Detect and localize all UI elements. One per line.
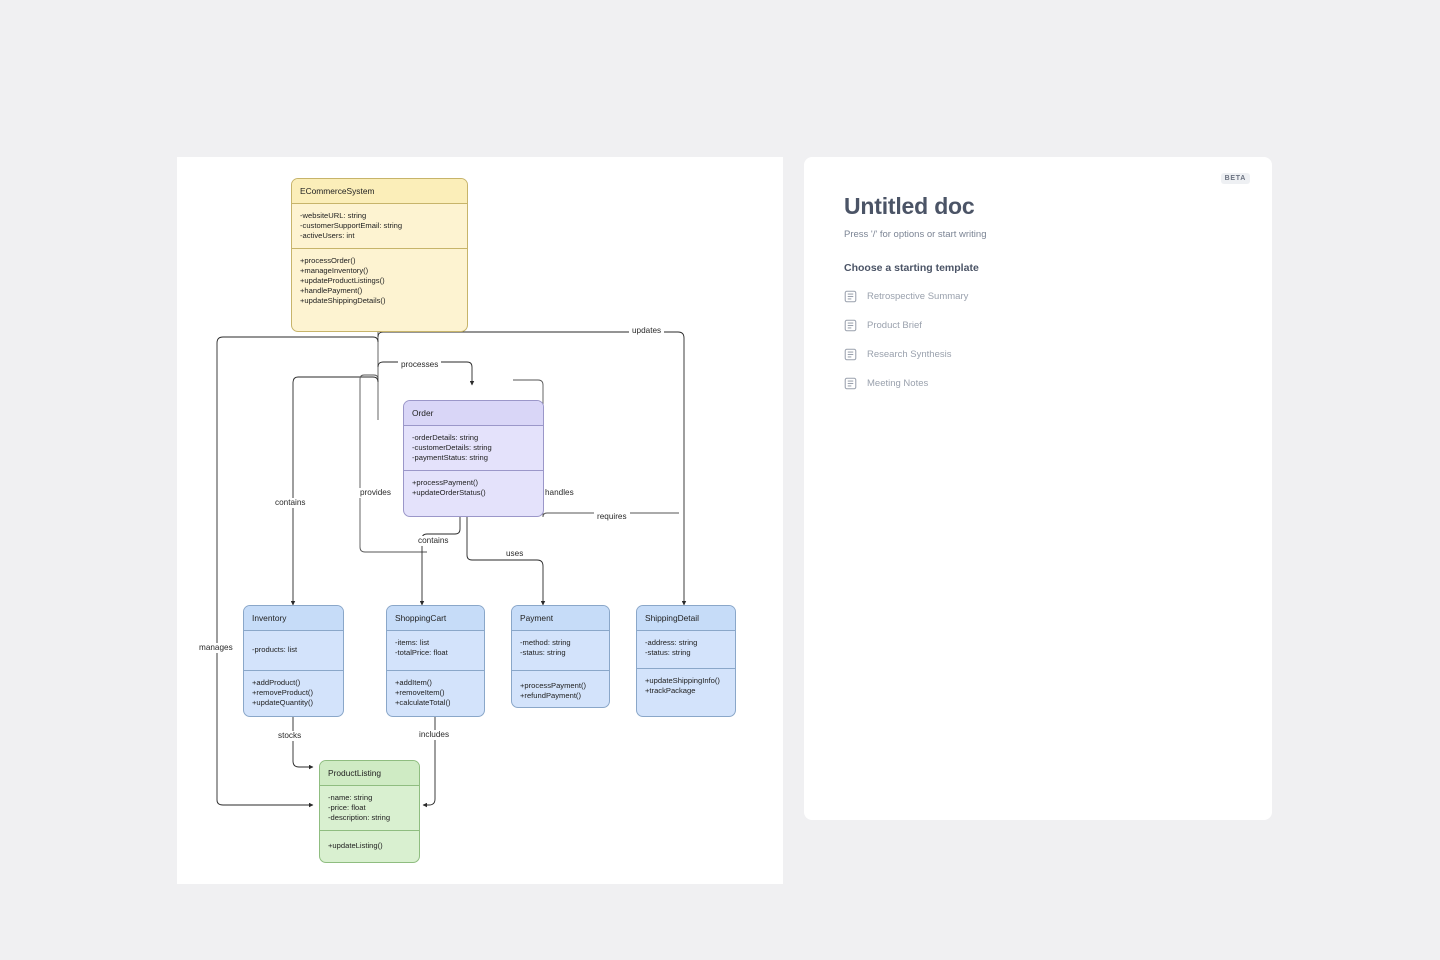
template-label: Meeting Notes <box>867 377 929 389</box>
edge-label-provides: provides <box>357 488 394 498</box>
document-body: Untitled doc Press '/' for options or st… <box>844 193 1232 402</box>
uml-operation: +handlePayment() <box>300 286 363 295</box>
template-label: Research Synthesis <box>867 348 952 360</box>
document-title[interactable]: Untitled doc <box>844 193 975 219</box>
uml-attributes: -orderDetails: string -customerDetails: … <box>404 426 543 471</box>
uml-attributes: -websiteURL: string -customerSupportEmai… <box>292 204 467 249</box>
uml-attribute: -price: float <box>328 803 366 812</box>
edge-label-uses: uses <box>503 549 527 559</box>
edge-label-requires: requires <box>594 512 630 522</box>
uml-attributes: -name: string -price: float -description… <box>320 786 419 831</box>
uml-class-name: ECommerceSystem <box>292 179 467 204</box>
uml-attribute: -activeUsers: int <box>300 231 355 240</box>
uml-operations: +updateListing() <box>320 831 419 858</box>
uml-operation: +updateListing() <box>328 841 383 850</box>
document-icon <box>844 377 857 389</box>
uml-attributes: -address: string -status: string <box>637 631 735 669</box>
diagram-edges <box>216 331 687 808</box>
uml-attribute: -address: string <box>645 638 698 647</box>
uml-class-name: ShoppingCart <box>387 606 484 631</box>
document-icon <box>844 319 857 331</box>
edge-label-updates: updates <box>629 326 665 336</box>
uml-attribute: -products: list <box>252 645 298 654</box>
template-item-meeting-notes[interactable]: Meeting Notes <box>844 373 1232 393</box>
uml-class-name: Inventory <box>244 606 343 631</box>
template-item-research-synthesis[interactable]: Research Synthesis <box>844 344 1232 364</box>
uml-attribute: -paymentStatus: string <box>412 453 488 462</box>
uml-class-inventory[interactable]: Inventory -products: list +addProduct() … <box>243 605 344 717</box>
uml-class-productlisting[interactable]: ProductListing -name: string -price: flo… <box>319 760 420 863</box>
uml-class-payment[interactable]: Payment -method: string -status: string … <box>511 605 610 708</box>
edge-label-processes: processes <box>398 360 442 370</box>
uml-operations: +processOrder() +manageInventory() +upda… <box>292 249 467 313</box>
uml-attribute: -status: string <box>520 648 566 657</box>
uml-attribute: -name: string <box>328 793 373 802</box>
uml-class-shippingdetail[interactable]: ShippingDetail -address: string -status:… <box>636 605 736 717</box>
uml-attributes: -products: list <box>244 631 343 671</box>
uml-class-name: Payment <box>512 606 609 631</box>
document-editor-panel[interactable]: BETA Untitled doc Press '/' for options … <box>804 157 1272 820</box>
uml-operation: +removeItem() <box>395 688 445 697</box>
uml-operations: +addItem() +removeItem() +calculateTotal… <box>387 671 484 715</box>
edge-label-stocks: stocks <box>275 731 305 741</box>
uml-operation: +trackPackage <box>645 686 696 695</box>
uml-operations: +addProduct() +removeProduct() +updateQu… <box>244 671 343 715</box>
uml-operation: +addItem() <box>395 678 432 687</box>
uml-attribute: -status: string <box>645 648 691 657</box>
uml-attribute: -websiteURL: string <box>300 211 367 220</box>
document-icon <box>844 348 857 360</box>
uml-class-name: ProductListing <box>320 761 419 786</box>
uml-operation: +updateProductListings() <box>300 276 385 285</box>
edge-label-includes: includes <box>416 730 453 740</box>
uml-attribute: -customerSupportEmail: string <box>300 221 403 230</box>
uml-operations: +processPayment() +refundPayment() <box>512 671 609 707</box>
uml-attributes: -items: list -totalPrice: float <box>387 631 484 671</box>
edge-label-contains-cart: contains <box>415 536 452 546</box>
uml-operations: +processPayment() +updateOrderStatus() <box>404 471 543 505</box>
uml-attribute: -method: string <box>520 638 571 647</box>
template-item-retrospective-summary[interactable]: Retrospective Summary <box>844 286 1232 306</box>
edge-label-handles: handles <box>542 488 577 498</box>
uml-operation: +refundPayment() <box>520 691 581 700</box>
uml-operation: +manageInventory() <box>300 266 369 275</box>
uml-attribute: -totalPrice: float <box>395 648 448 657</box>
uml-operation: +processPayment() <box>520 681 587 690</box>
template-label: Retrospective Summary <box>867 290 969 302</box>
document-placeholder-hint[interactable]: Press '/' for options or start writing <box>844 229 987 240</box>
uml-operations: +updateShippingInfo() +trackPackage <box>637 669 735 703</box>
uml-attribute: -items: list <box>395 638 430 647</box>
template-label: Product Brief <box>867 319 922 331</box>
uml-attribute: -orderDetails: string <box>412 433 479 442</box>
uml-operation: +calculateTotal() <box>395 698 451 707</box>
uml-operation: +updateShippingInfo() <box>645 676 720 685</box>
diagram-canvas[interactable]: processes updates contains provides mana… <box>177 157 783 884</box>
uml-operation: +updateOrderStatus() <box>412 488 486 497</box>
uml-class-name: ShippingDetail <box>637 606 735 631</box>
document-icon <box>844 290 857 302</box>
uml-attributes: -method: string -status: string <box>512 631 609 671</box>
edge-label-contains-inventory: contains <box>272 498 309 508</box>
uml-operation: +removeProduct() <box>252 688 313 697</box>
uml-operation: +processOrder() <box>300 256 356 265</box>
uml-class-shoppingcart[interactable]: ShoppingCart -items: list -totalPrice: f… <box>386 605 485 717</box>
beta-badge: BETA <box>1220 173 1250 184</box>
uml-operation: +processPayment() <box>412 478 479 487</box>
uml-class-name: Order <box>404 401 543 426</box>
template-item-product-brief[interactable]: Product Brief <box>844 315 1232 335</box>
uml-class-ecommercesystem[interactable]: ECommerceSystem -websiteURL: string -cus… <box>291 178 468 332</box>
templates-heading: Choose a starting template <box>844 262 979 274</box>
uml-operation: +addProduct() <box>252 678 301 687</box>
uml-attribute: -customerDetails: string <box>412 443 492 452</box>
uml-class-order[interactable]: Order -orderDetails: string -customerDet… <box>403 400 544 517</box>
edge-label-manages: manages <box>196 643 236 653</box>
uml-operation: +updateQuantity() <box>252 698 313 707</box>
uml-attribute: -description: string <box>328 813 391 822</box>
uml-operation: +updateShippingDetails() <box>300 296 386 305</box>
